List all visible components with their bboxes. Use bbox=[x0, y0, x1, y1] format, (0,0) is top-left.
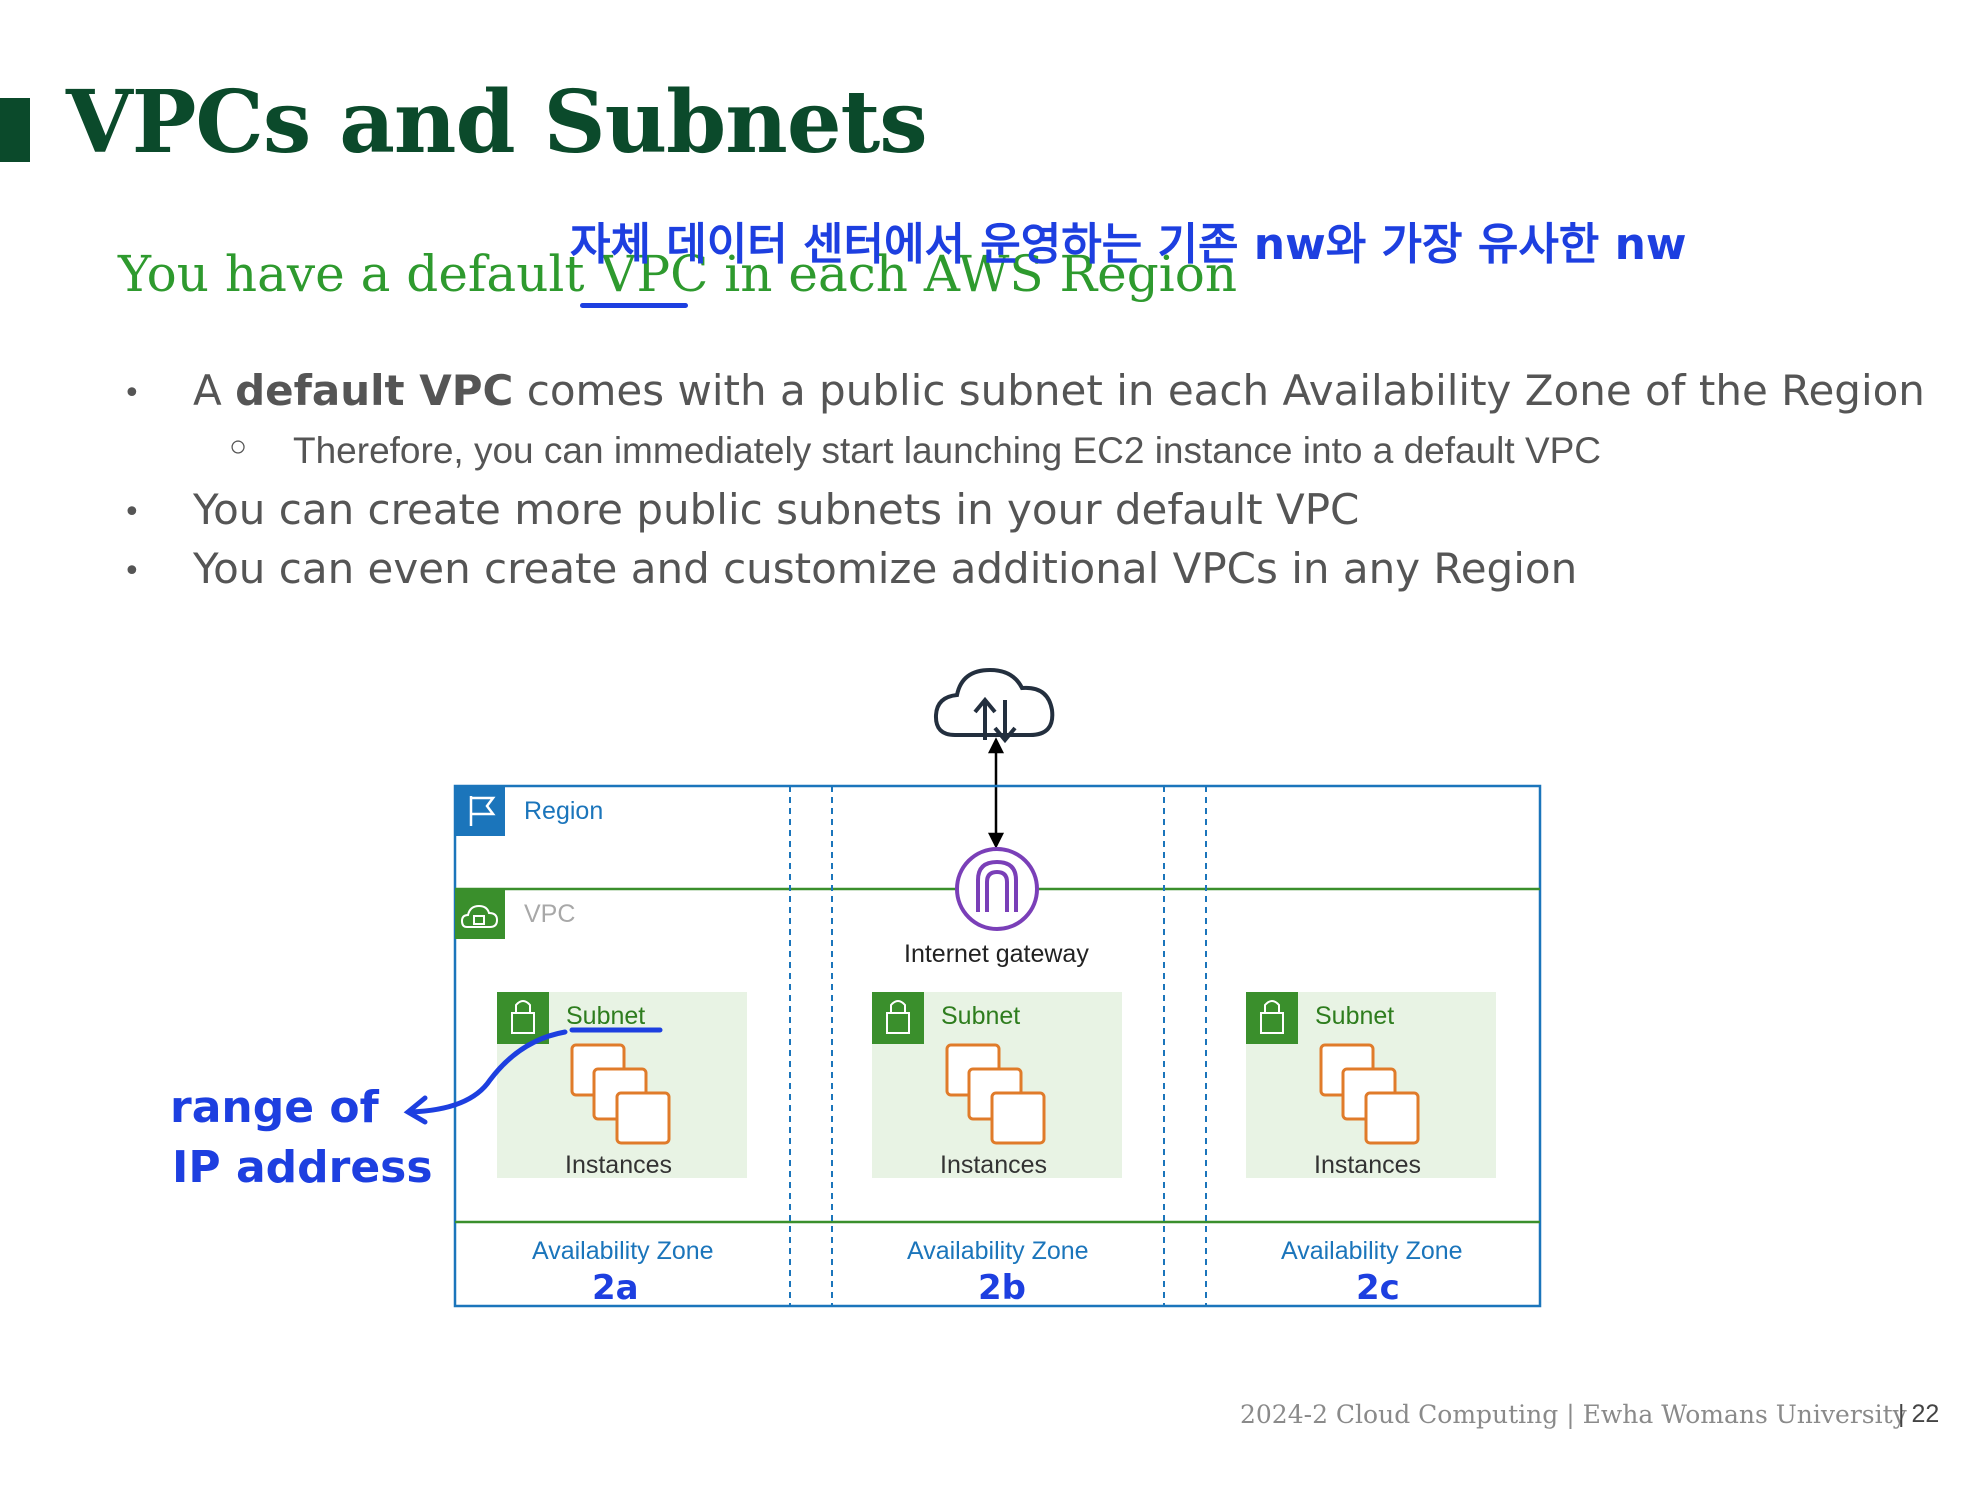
vpc-label: VPC bbox=[524, 900, 576, 928]
az-label-b: Availability Zone bbox=[907, 1237, 1089, 1265]
handwritten-az-b: 2b bbox=[978, 1268, 1026, 1308]
footer-text: 2024-2 Cloud Computing | Ewha Womans Uni… bbox=[1240, 1400, 1907, 1429]
bullet-1: • A default VPC comes with a public subne… bbox=[123, 366, 1925, 415]
internet-gateway-label: Internet gateway bbox=[904, 940, 1089, 968]
bullet-2-text: You can create more public subnets in yo… bbox=[193, 485, 1360, 534]
instances-label-b: Instances bbox=[940, 1151, 1048, 1179]
bullet-1-rest: comes with a public subnet in each Avail… bbox=[513, 366, 1925, 415]
az-dashed-dividers bbox=[789, 786, 1207, 1306]
vpc-cloud-icon bbox=[455, 889, 505, 939]
handwritten-az-c: 2c bbox=[1356, 1268, 1400, 1308]
subnet-label-a: Subnet bbox=[566, 1002, 646, 1030]
title-accent-bar bbox=[0, 98, 30, 162]
sub-bullet-circle: ○ bbox=[229, 430, 248, 463]
internet-gateway-icon bbox=[955, 847, 1039, 931]
subnet-box-b bbox=[872, 992, 1122, 1178]
bullet-1-prefix: A bbox=[193, 366, 236, 415]
internet-cloud-icon bbox=[933, 667, 1055, 744]
instances-label-a: Instances bbox=[565, 1151, 673, 1179]
handwritten-note-range: range of bbox=[170, 1082, 379, 1133]
subnet-label-b: Subnet bbox=[941, 1002, 1021, 1030]
bullet-dot: • bbox=[123, 554, 141, 589]
bullet-3-text: You can even create and customize additi… bbox=[193, 544, 1578, 593]
bullet-3: • You can even create and customize addit… bbox=[123, 544, 1578, 593]
bullet-dot: • bbox=[123, 495, 141, 530]
page-number: | 22 bbox=[1898, 1400, 1940, 1428]
region-box bbox=[453, 784, 1542, 1308]
subnet-box-c bbox=[1246, 992, 1496, 1178]
bullet-1-sub-text: Therefore, you can immediately start lau… bbox=[293, 430, 1602, 471]
handwritten-az-a: 2a bbox=[592, 1268, 639, 1308]
bullet-2: • You can create more public subnets in y… bbox=[123, 485, 1360, 534]
bullet-1-bold: default VPC bbox=[235, 366, 514, 415]
bullet-dot: • bbox=[123, 376, 141, 411]
handwritten-arrow-subnet bbox=[403, 1027, 663, 1125]
subnet-label-c: Subnet bbox=[1315, 1002, 1395, 1030]
region-flag-icon bbox=[455, 786, 505, 836]
handwritten-underline-vpc bbox=[580, 303, 688, 308]
slide-title: VPCs and Subnets bbox=[66, 72, 928, 173]
slide-subtitle: You have a default VPC in each AWS Regio… bbox=[118, 245, 1238, 303]
handwritten-note-ip: IP address bbox=[172, 1142, 433, 1193]
az-label-c: Availability Zone bbox=[1281, 1237, 1463, 1265]
subnet-box-a bbox=[497, 992, 747, 1178]
region-label: Region bbox=[524, 797, 604, 825]
handwritten-note-top: 자체 데이터 센터에서 운영하는 기존 nw와 가장 유사한 nw bbox=[570, 219, 1687, 270]
bullet-1-sub: ○ Therefore, you can immediately start la… bbox=[229, 430, 1602, 472]
instances-label-c: Instances bbox=[1314, 1151, 1422, 1179]
az-label-a: Availability Zone bbox=[532, 1237, 714, 1265]
cloud-gateway-arrow bbox=[987, 737, 1005, 849]
